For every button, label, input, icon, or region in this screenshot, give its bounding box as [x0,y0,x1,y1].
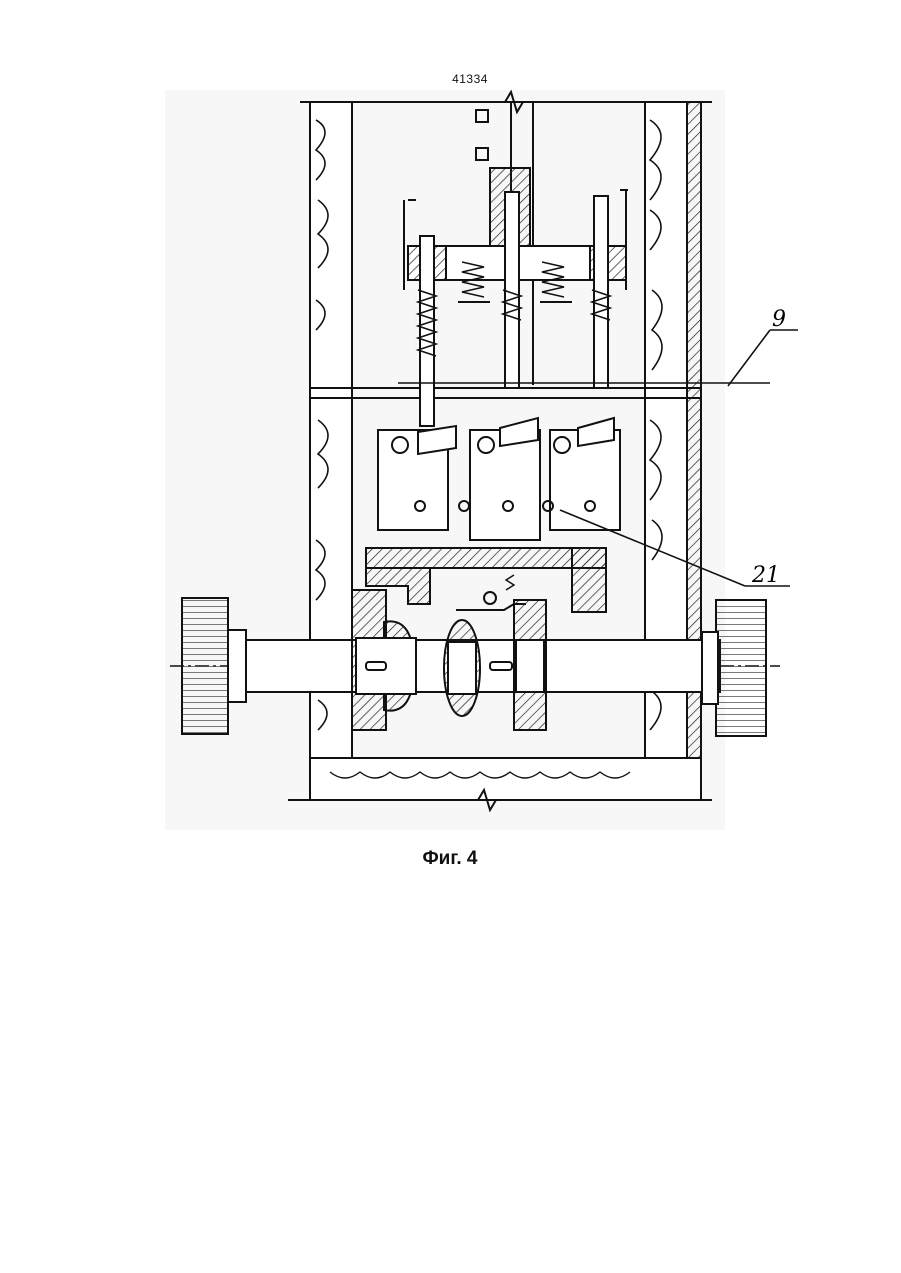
callout-9-label: 9 [772,307,786,332]
right-wheel [716,600,766,736]
center-cam-core [448,642,476,694]
bottom-beam [310,758,701,800]
right-wall-hatch [687,102,701,800]
right-wheel-hub [702,632,718,704]
key-slot [366,662,386,670]
left-wall [310,102,352,800]
pin-slot [490,662,512,670]
left-wheel [182,598,228,734]
pivot-right [554,437,570,453]
figure-caption: Фиг. 4 [380,848,520,870]
pivot-center [478,437,494,453]
pawl-tab-left [418,426,456,454]
bridge-leg-right [572,548,606,612]
callout-21-label: 21 [751,563,780,588]
left-wheel-hub [228,630,246,702]
bridge-beam [366,548,606,568]
pulley-core [516,640,544,692]
pivot-left [392,437,408,453]
leader-9 [728,330,770,386]
right-wall [645,102,687,800]
rod-center [505,192,519,388]
